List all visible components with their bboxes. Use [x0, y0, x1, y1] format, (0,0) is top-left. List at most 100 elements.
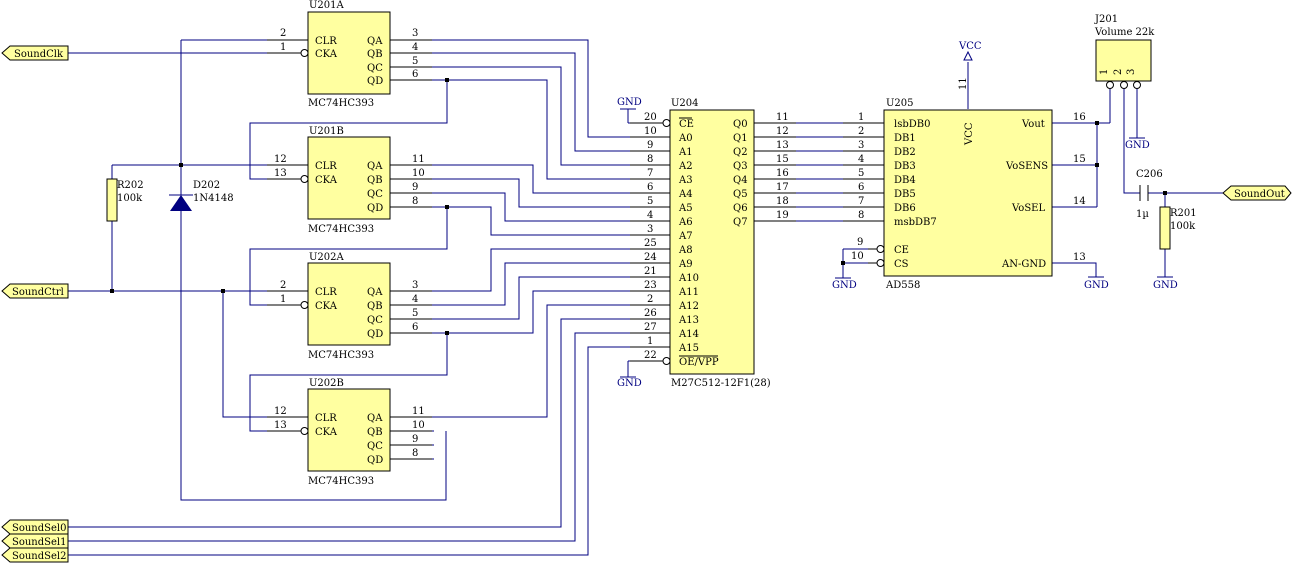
- gnd-symbol-r201: GND: [1153, 276, 1178, 291]
- svg-text:QC: QC: [367, 63, 383, 74]
- diode-d202: D202 1N4148: [169, 180, 234, 211]
- svg-text:4: 4: [412, 294, 418, 305]
- svg-text:QD: QD: [367, 329, 383, 340]
- svg-text:VoSENS: VoSENS: [1005, 161, 1048, 172]
- u204-pin-number: 5: [647, 196, 653, 207]
- u204-pin-label: Q7: [733, 217, 748, 228]
- svg-text:CLR: CLR: [315, 161, 337, 172]
- port-sound-out: SoundOut: [1222, 185, 1292, 201]
- svg-text:2: 2: [280, 28, 286, 39]
- svg-text:QA: QA: [367, 36, 383, 47]
- svg-text:CS: CS: [894, 259, 909, 270]
- u204-pin-label: Q4: [733, 175, 748, 186]
- svg-text:9: 9: [857, 237, 863, 248]
- svg-text:U201A: U201A: [309, 0, 345, 11]
- gnd-symbol-u204-oe: GND: [617, 376, 642, 389]
- u205-pin-number: 6: [858, 182, 864, 193]
- u204-pin-label: A4: [678, 189, 693, 200]
- svg-text:VoSEL: VoSEL: [1011, 203, 1045, 214]
- u204-pin-number: 11: [776, 112, 789, 123]
- svg-text:100k: 100k: [1170, 221, 1196, 232]
- svg-text:CKA: CKA: [315, 427, 338, 438]
- u204-pin-number: 2: [647, 294, 653, 305]
- u204-pin-label: Q1: [733, 133, 748, 144]
- u204-pin-number: 8: [647, 154, 653, 165]
- svg-text:CKA: CKA: [315, 301, 338, 312]
- svg-text:QA: QA: [367, 161, 383, 172]
- svg-text:QB: QB: [367, 301, 383, 312]
- svg-text:QC: QC: [367, 189, 383, 200]
- svg-text:4: 4: [412, 42, 418, 53]
- svg-text:SoundSel2: SoundSel2: [12, 551, 66, 562]
- svg-text:QB: QB: [367, 427, 383, 438]
- svg-text:1: 1: [280, 294, 286, 305]
- svg-text:SoundClk: SoundClk: [14, 49, 64, 60]
- u204-pin-label: Q2: [733, 147, 748, 158]
- svg-text:C206: C206: [1136, 169, 1163, 180]
- svg-text:SoundOut: SoundOut: [1234, 189, 1285, 200]
- u204-pin-number: 9: [647, 140, 653, 151]
- u205-pin-number: 2: [858, 126, 864, 137]
- svg-text:GND: GND: [1084, 280, 1109, 291]
- junctions: [110, 78, 1167, 335]
- u204-pin-label: A7: [678, 231, 693, 242]
- u204-pin-number: 19: [776, 210, 789, 221]
- svg-text:13: 13: [274, 168, 287, 179]
- u204-pin-label: A6: [678, 217, 693, 228]
- u204-pin-label: Q5: [733, 189, 748, 200]
- svg-text:VCC: VCC: [958, 41, 982, 52]
- svg-text:11: 11: [958, 77, 969, 90]
- svg-text:16: 16: [1073, 112, 1086, 123]
- u204-pin-number: 26: [644, 308, 657, 319]
- u204-pin-number: 13: [776, 140, 789, 151]
- u204-pin-label: A5: [678, 203, 693, 214]
- port-sound-sel2: SoundSel2: [1, 547, 69, 563]
- gnd-symbol-j201: GND: [1125, 137, 1150, 151]
- svg-text:QD: QD: [367, 76, 383, 87]
- svg-text:M27C512-12F1(28): M27C512-12F1(28): [671, 378, 771, 389]
- svg-text:U205: U205: [886, 98, 914, 109]
- u205-pin-label: DB1: [894, 133, 916, 144]
- u204-pin-label: A10: [678, 273, 699, 284]
- svg-text:13: 13: [1073, 252, 1086, 263]
- svg-text:U201B: U201B: [309, 126, 344, 137]
- svg-text:MC74HC393: MC74HC393: [308, 350, 374, 361]
- u204-pin-number: 15: [776, 154, 789, 165]
- vcc-symbol: VCC: [958, 41, 982, 61]
- u204-pin-number: 7: [647, 168, 653, 179]
- svg-text:10: 10: [412, 420, 425, 431]
- svg-text:3: 3: [1126, 69, 1137, 75]
- svg-text:2: 2: [1113, 69, 1124, 75]
- svg-text:8: 8: [412, 196, 418, 207]
- svg-text:J201: J201: [1094, 14, 1118, 25]
- resistor-r202: R202 100k: [106, 178, 144, 222]
- capacitor-c206: C206 1µ: [1136, 169, 1163, 220]
- svg-text:9: 9: [412, 434, 418, 445]
- u204-pin-number: 22: [644, 350, 657, 361]
- u205-pin-number: 4: [858, 154, 864, 165]
- svg-text:QC: QC: [367, 441, 383, 452]
- svg-text:D202: D202: [193, 180, 220, 191]
- svg-text:QC: QC: [367, 315, 383, 326]
- gnd-symbol-u204-ce: GND: [617, 97, 642, 110]
- svg-text:12: 12: [274, 154, 287, 165]
- u205-pin-label: msbDB7: [894, 217, 937, 228]
- svg-text:6: 6: [412, 322, 418, 333]
- svg-text:1µ: 1µ: [1136, 209, 1149, 220]
- chip-u202b: U202B CLR CKA 12 13 QA QB QC QD 11 10 9 …: [267, 378, 432, 487]
- u204-pin-label: A0: [678, 133, 693, 144]
- u204-pin-label: Q3: [733, 161, 748, 172]
- svg-text:5: 5: [412, 56, 418, 67]
- svg-text:12: 12: [274, 406, 287, 417]
- u204-pin-label: A8: [678, 245, 693, 256]
- svg-text:100k: 100k: [117, 193, 143, 204]
- svg-text:CLR: CLR: [315, 36, 337, 47]
- u205-pin-number: 8: [858, 210, 864, 221]
- u204-pin-label: A3: [678, 175, 693, 186]
- svg-text:CKA: CKA: [315, 175, 338, 186]
- u204-pin-number: 10: [644, 126, 657, 137]
- svg-text:QD: QD: [367, 203, 383, 214]
- u205-pin-number: 7: [858, 196, 864, 207]
- svg-text:10: 10: [851, 251, 864, 262]
